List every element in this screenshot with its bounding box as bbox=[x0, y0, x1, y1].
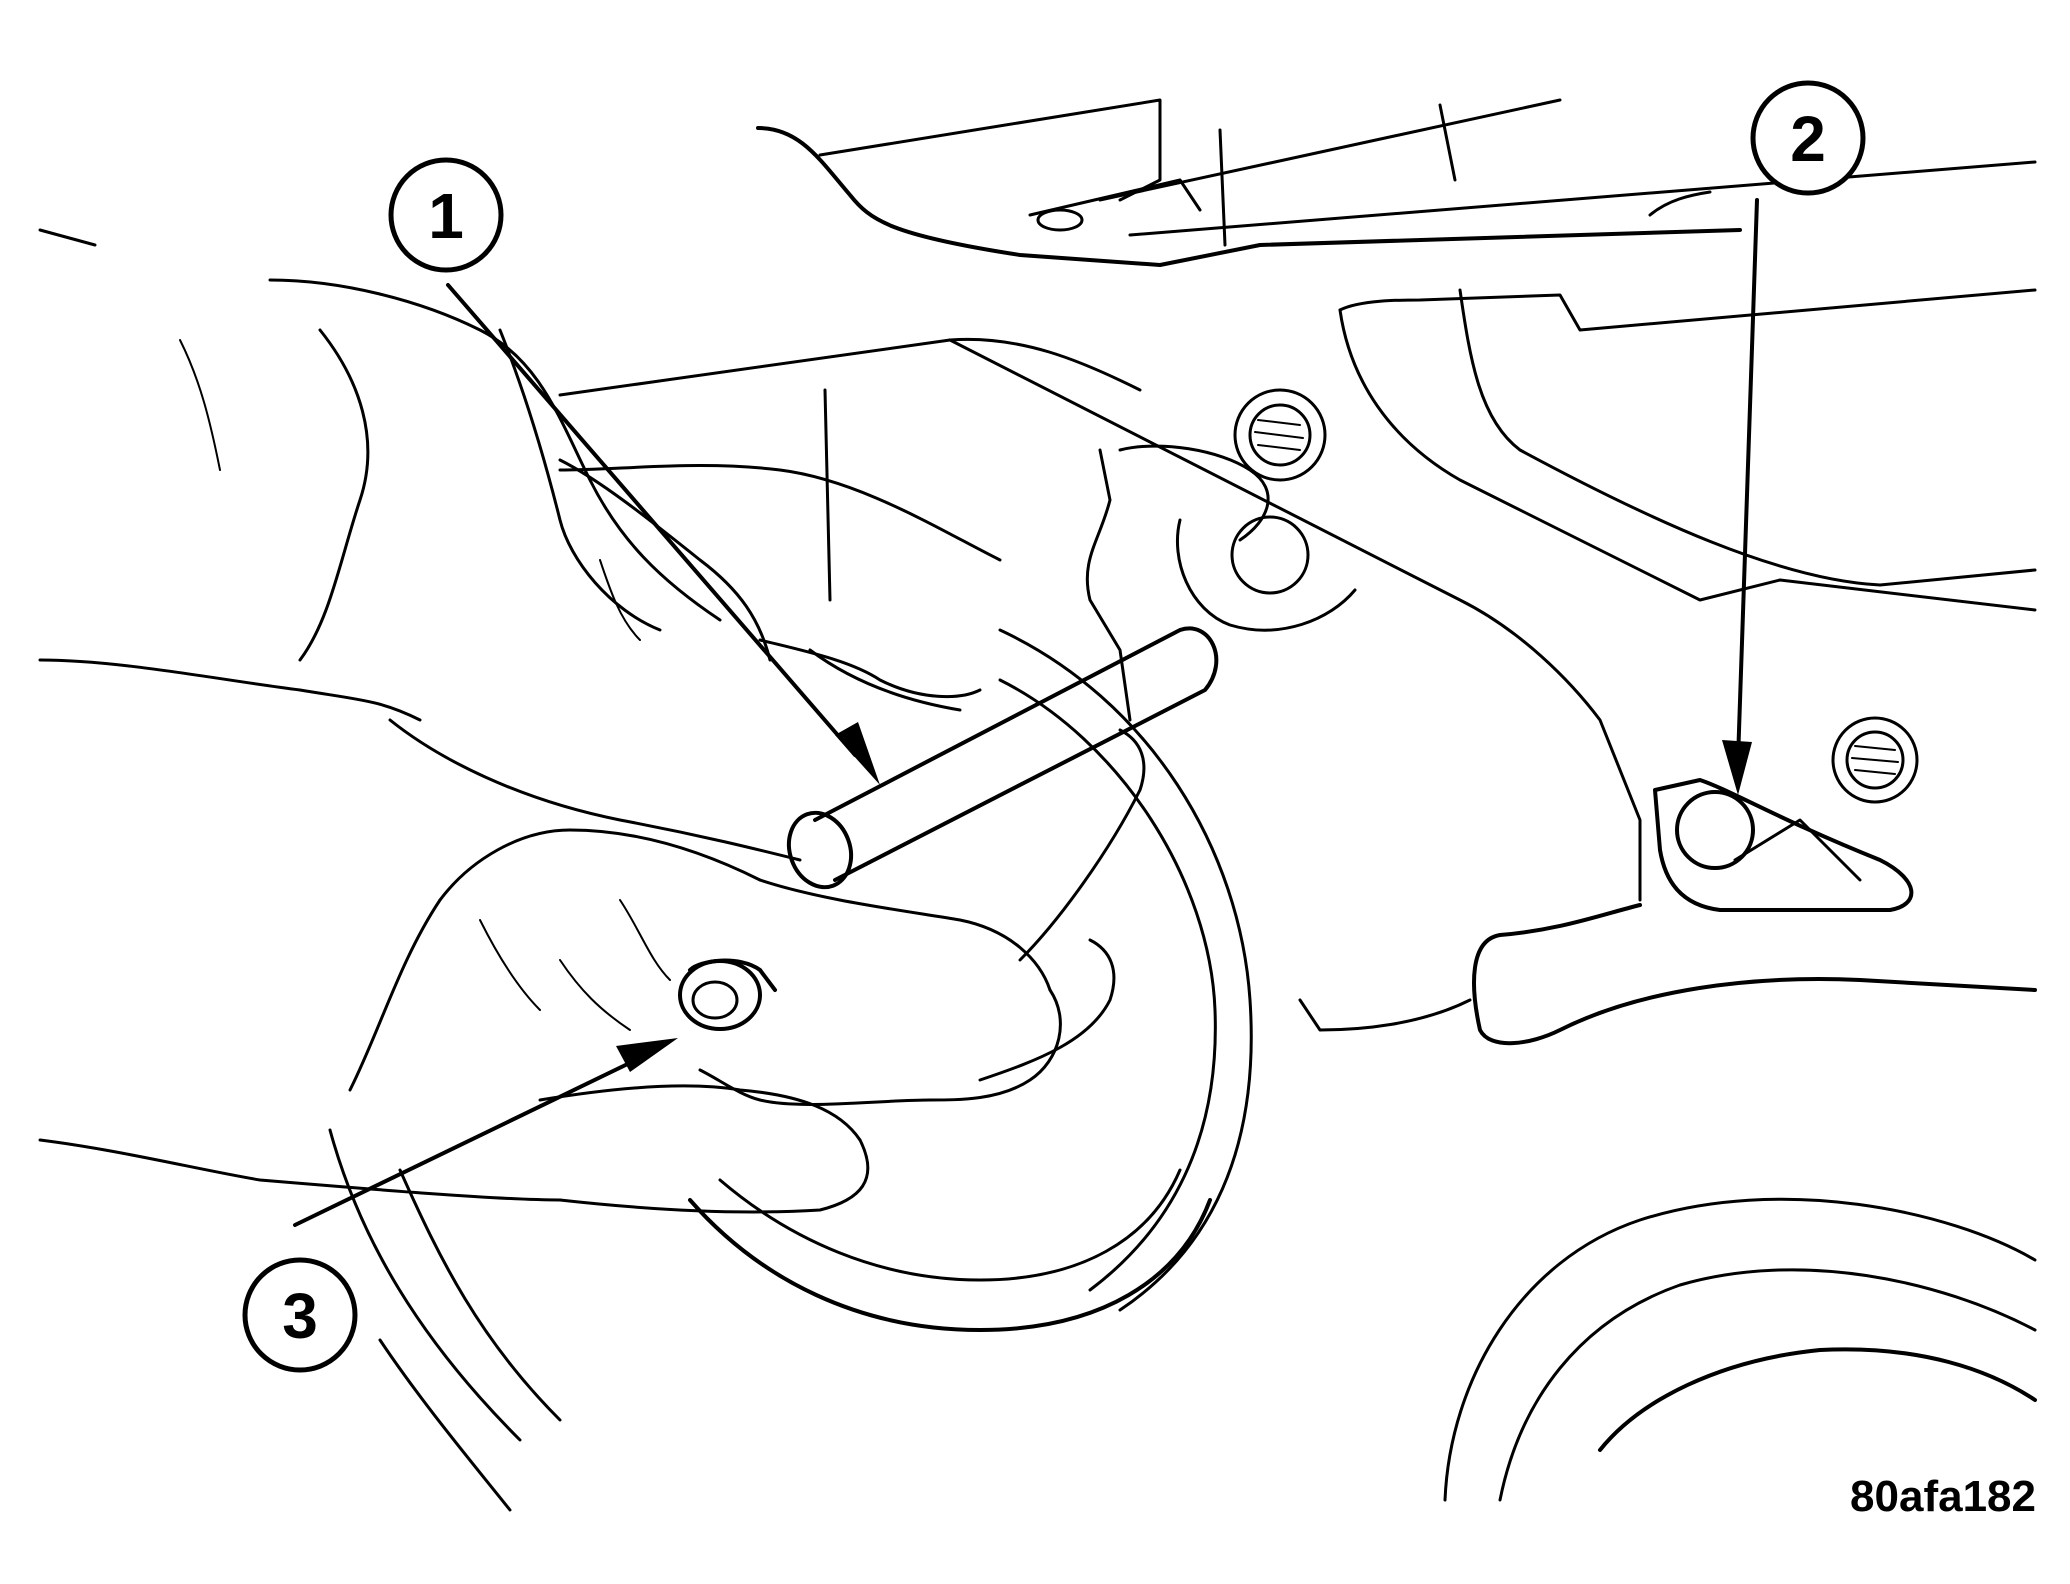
figure-code: 80afa182 bbox=[1850, 1472, 2036, 1521]
pump-body bbox=[328, 628, 1253, 1512]
housing-bracket bbox=[558, 98, 2037, 902]
dowel-pin-tool bbox=[786, 626, 1219, 890]
dowel-pin-location bbox=[1653, 778, 1914, 912]
threaded-boss-right bbox=[1831, 716, 1919, 804]
threaded-boss-upper bbox=[1233, 388, 1327, 482]
callout-3: 3 bbox=[242, 1257, 358, 1373]
leader-arrows bbox=[293, 198, 1759, 1227]
callout-2: 2 bbox=[1750, 80, 1866, 196]
callout-3-label: 3 bbox=[282, 1280, 318, 1352]
callout-1-label: 1 bbox=[428, 180, 464, 252]
bearing-bore bbox=[1443, 1197, 2037, 1502]
callout-2-label: 2 bbox=[1790, 103, 1826, 175]
technician-hands bbox=[38, 228, 1146, 1214]
arrowhead-1 bbox=[835, 722, 880, 785]
pin-bushing bbox=[678, 958, 777, 1031]
arrowhead-2 bbox=[1722, 740, 1752, 795]
arrowhead-3 bbox=[616, 1038, 678, 1072]
housing-ledge bbox=[1298, 903, 2037, 1046]
callout-1: 1 bbox=[388, 157, 504, 273]
housing-bore bbox=[1175, 515, 1357, 632]
